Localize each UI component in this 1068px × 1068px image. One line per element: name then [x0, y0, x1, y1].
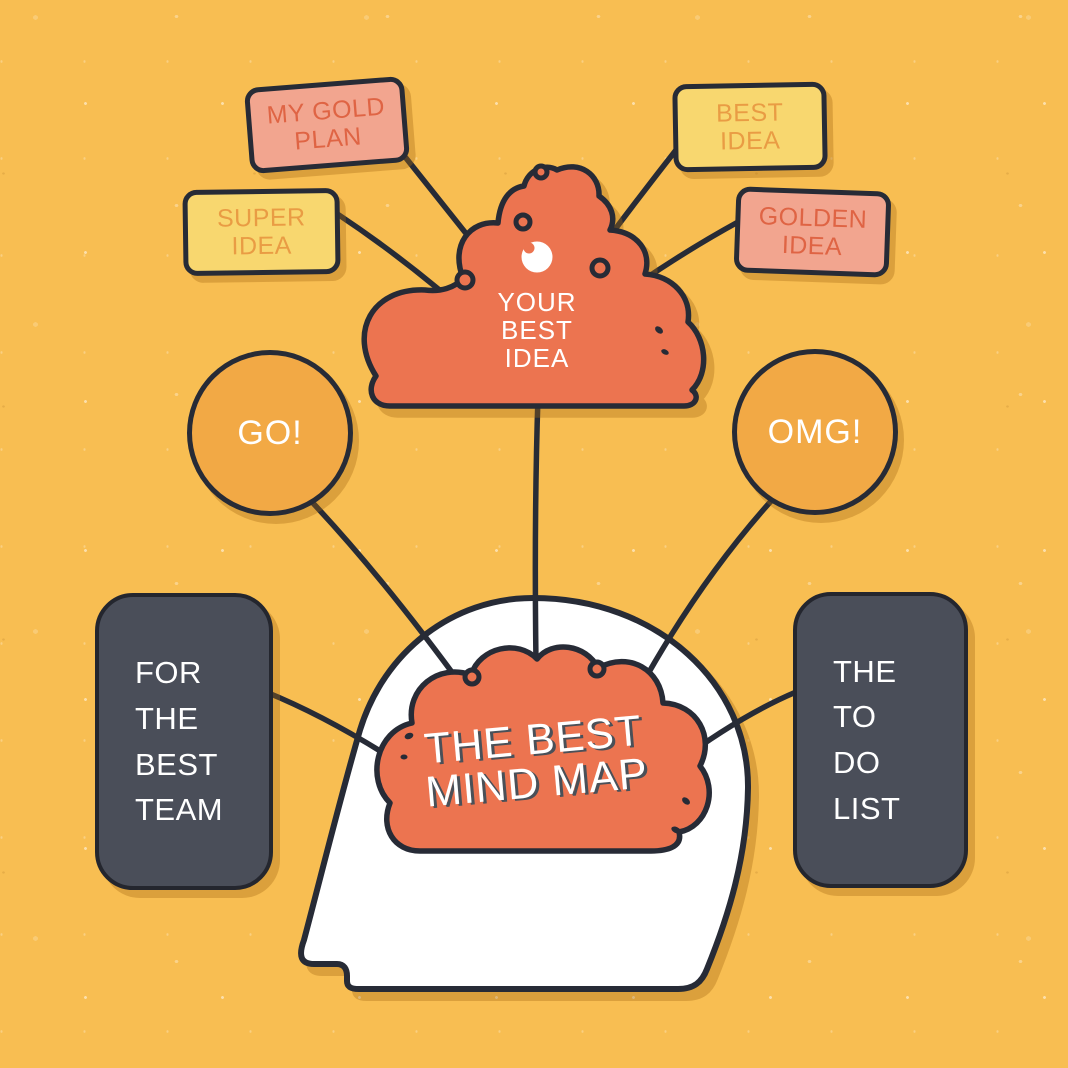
- idea-box-gold-plan-label: MY GOLD PLAN: [265, 92, 386, 156]
- bubble-omg: OMG!: [732, 349, 898, 515]
- brain-speck: [682, 797, 690, 805]
- bubble-go-label: GO!: [237, 413, 303, 452]
- idea-box-super-idea-label: SUPER IDEA: [216, 203, 306, 261]
- idea-cloud-shape: [361, 163, 707, 409]
- brain-curl: [587, 659, 607, 679]
- cloud-curl: [454, 269, 476, 291]
- connector-go-brain: [309, 499, 468, 693]
- panel-best-team-label: FOR THE BEST TEAM: [135, 655, 224, 828]
- cloud-curl: [589, 257, 611, 279]
- idea-box-best-idea-label: BEST IDEA: [715, 98, 784, 156]
- idea-box-gold-plan: MY GOLD PLAN: [243, 75, 411, 175]
- connector-omg-brain: [637, 497, 775, 691]
- panel-best-team: FOR THE BEST TEAM: [95, 593, 273, 890]
- idea-box-super-idea: SUPER IDEA: [182, 187, 341, 277]
- panel-todo-list-label: THE TO DO LIST: [833, 653, 901, 826]
- brain-curl: [462, 667, 482, 687]
- cloud-dot-notch: [523, 242, 535, 254]
- idea-box-golden-idea: GOLDEN IDEA: [733, 186, 892, 278]
- brain-speck: [400, 754, 408, 760]
- idea-box-golden-idea-label: GOLDEN IDEA: [758, 202, 868, 262]
- brain-shape: [374, 644, 712, 854]
- bubble-omg-label: OMG!: [767, 412, 863, 451]
- idea-box-best-idea: BEST IDEA: [672, 81, 828, 173]
- cloud-curl: [532, 163, 550, 181]
- brain-speck: [671, 826, 681, 834]
- cloud-label: YOUR BEST IDEA: [437, 282, 637, 378]
- cloud-label-text: YOUR BEST IDEA: [497, 286, 577, 374]
- connector-cloud-brain: [532, 393, 541, 665]
- brain-label-text: THE BEST MIND MAP: [422, 706, 650, 817]
- cloud-speck: [661, 349, 669, 355]
- bubble-go: GO!: [187, 350, 353, 516]
- panel-todo-list: THE TO DO LIST: [793, 592, 968, 888]
- brain-speck: [404, 732, 414, 740]
- cloud-speck: [655, 326, 663, 334]
- cloud-curl: [513, 212, 533, 232]
